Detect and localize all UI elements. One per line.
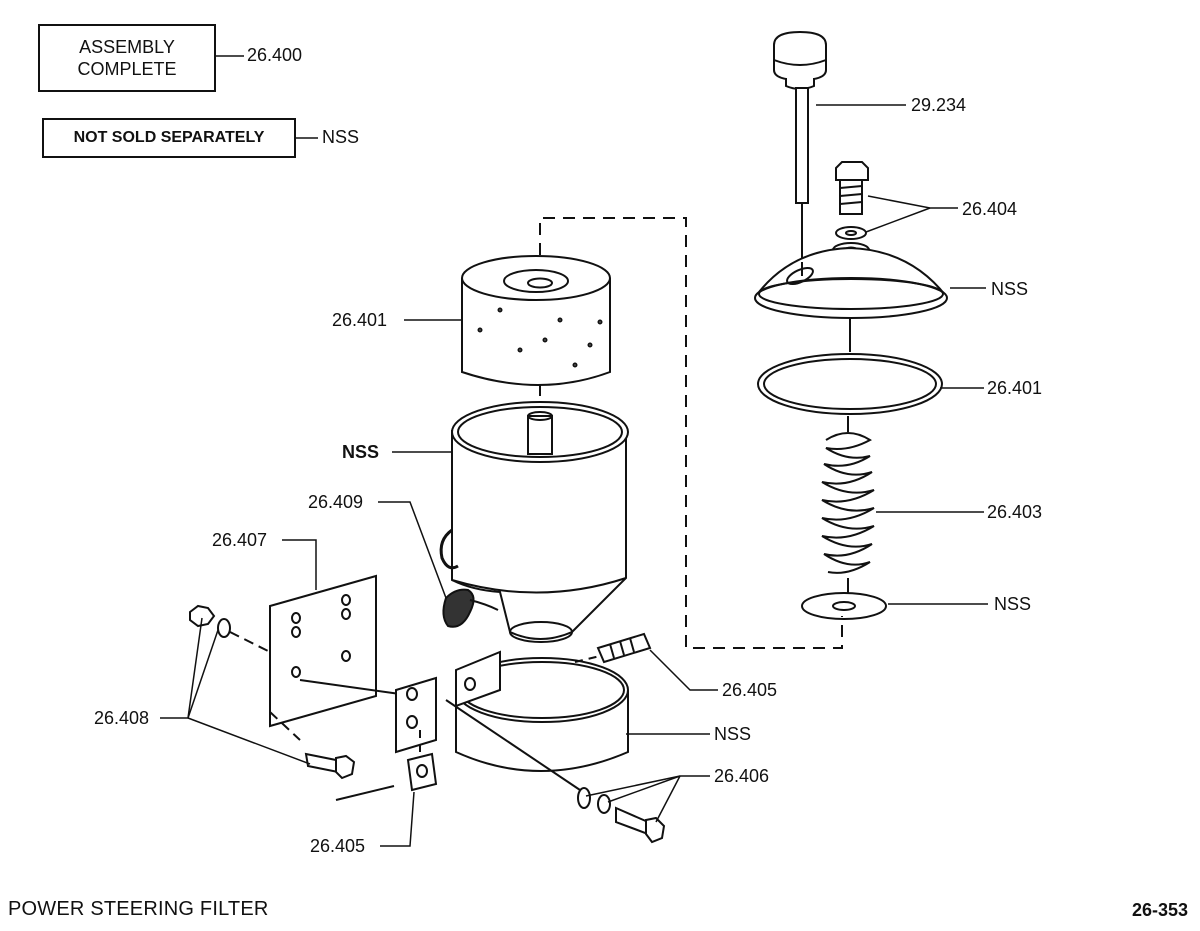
clamp-band-part xyxy=(395,650,629,791)
callout-hose-clip: 26.409 xyxy=(308,492,364,512)
legend-nss-code: NSS xyxy=(322,127,360,147)
legend-not-sold-separately-box: NOT SOLD SEPARATELY xyxy=(42,118,296,158)
cover-gasket-part xyxy=(757,318,943,415)
dipstick-part xyxy=(773,30,827,265)
callout-clamp-band: NSS xyxy=(714,724,752,744)
spring-part xyxy=(821,416,875,594)
filter-element-part xyxy=(461,255,611,386)
callout-canister: NSS xyxy=(342,442,380,462)
callout-gasket: 26.401 xyxy=(987,378,1043,398)
stud-part xyxy=(574,632,652,664)
nut-plate-part xyxy=(406,730,438,792)
clamp-hardware-part xyxy=(577,787,666,844)
legend-assembly-complete-label: ASSEMBLY COMPLETE xyxy=(77,37,177,79)
callout-bolt-washer: 26.404 xyxy=(962,199,1018,219)
callout-stud: 26.405 xyxy=(722,680,778,700)
callout-clamp-hardware: 26.406 xyxy=(714,766,770,786)
callout-dipstick: 29.234 xyxy=(911,95,967,115)
leader-lines xyxy=(160,55,988,847)
filter-canister-part xyxy=(451,401,629,643)
callout-spring: 26.403 xyxy=(987,502,1043,522)
filter-cover-part xyxy=(754,246,948,319)
plate-hardware-part xyxy=(189,604,401,801)
callout-plate-hardware: 26.408 xyxy=(94,708,150,728)
spring-seat-part xyxy=(801,592,887,620)
callout-filter-element: 26.401 xyxy=(332,310,388,330)
legend-not-sold-separately-label: NOT SOLD SEPARATELY xyxy=(73,129,265,146)
cover-bolt-washer-part xyxy=(832,161,870,258)
callout-spring-seat: NSS xyxy=(994,594,1032,614)
callout-mounting-plate: 26.407 xyxy=(212,530,268,550)
callout-cover: NSS xyxy=(991,279,1029,299)
legend-assembly-code: 26.400 xyxy=(247,45,303,65)
hose-clip-part xyxy=(439,528,499,628)
mounting-plate-part xyxy=(269,574,377,728)
legend-assembly-complete-box: ASSEMBLY COMPLETE xyxy=(38,24,216,92)
callout-nut-plate: 26.405 xyxy=(310,836,366,856)
page-title: POWER STEERING FILTER xyxy=(8,898,269,920)
page-number: 26-353 xyxy=(1131,900,1188,920)
